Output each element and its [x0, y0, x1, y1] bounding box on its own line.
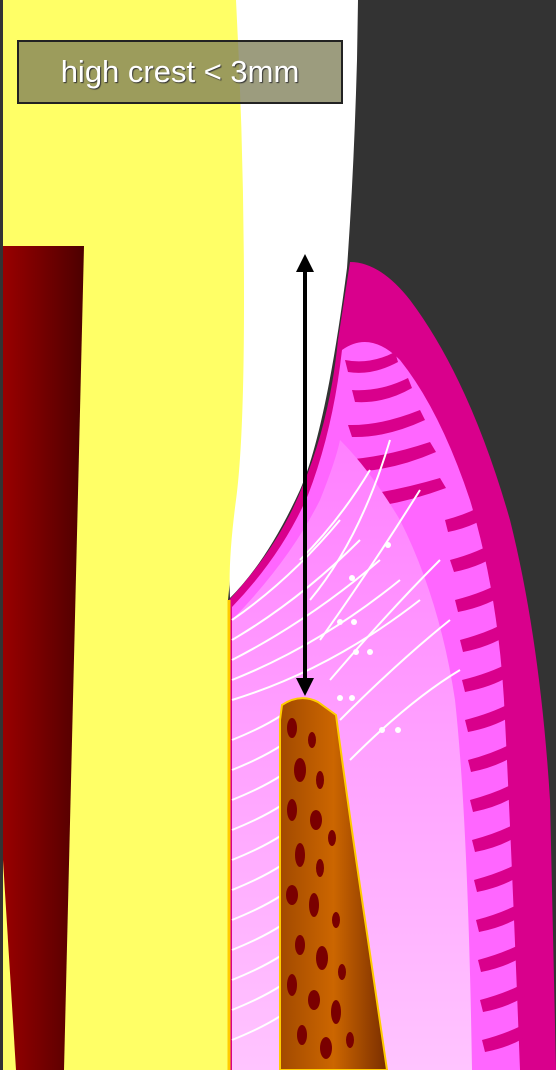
- annotation-label: high crest < 3mm: [61, 54, 300, 90]
- annotation-label-box: high crest < 3mm: [17, 40, 343, 104]
